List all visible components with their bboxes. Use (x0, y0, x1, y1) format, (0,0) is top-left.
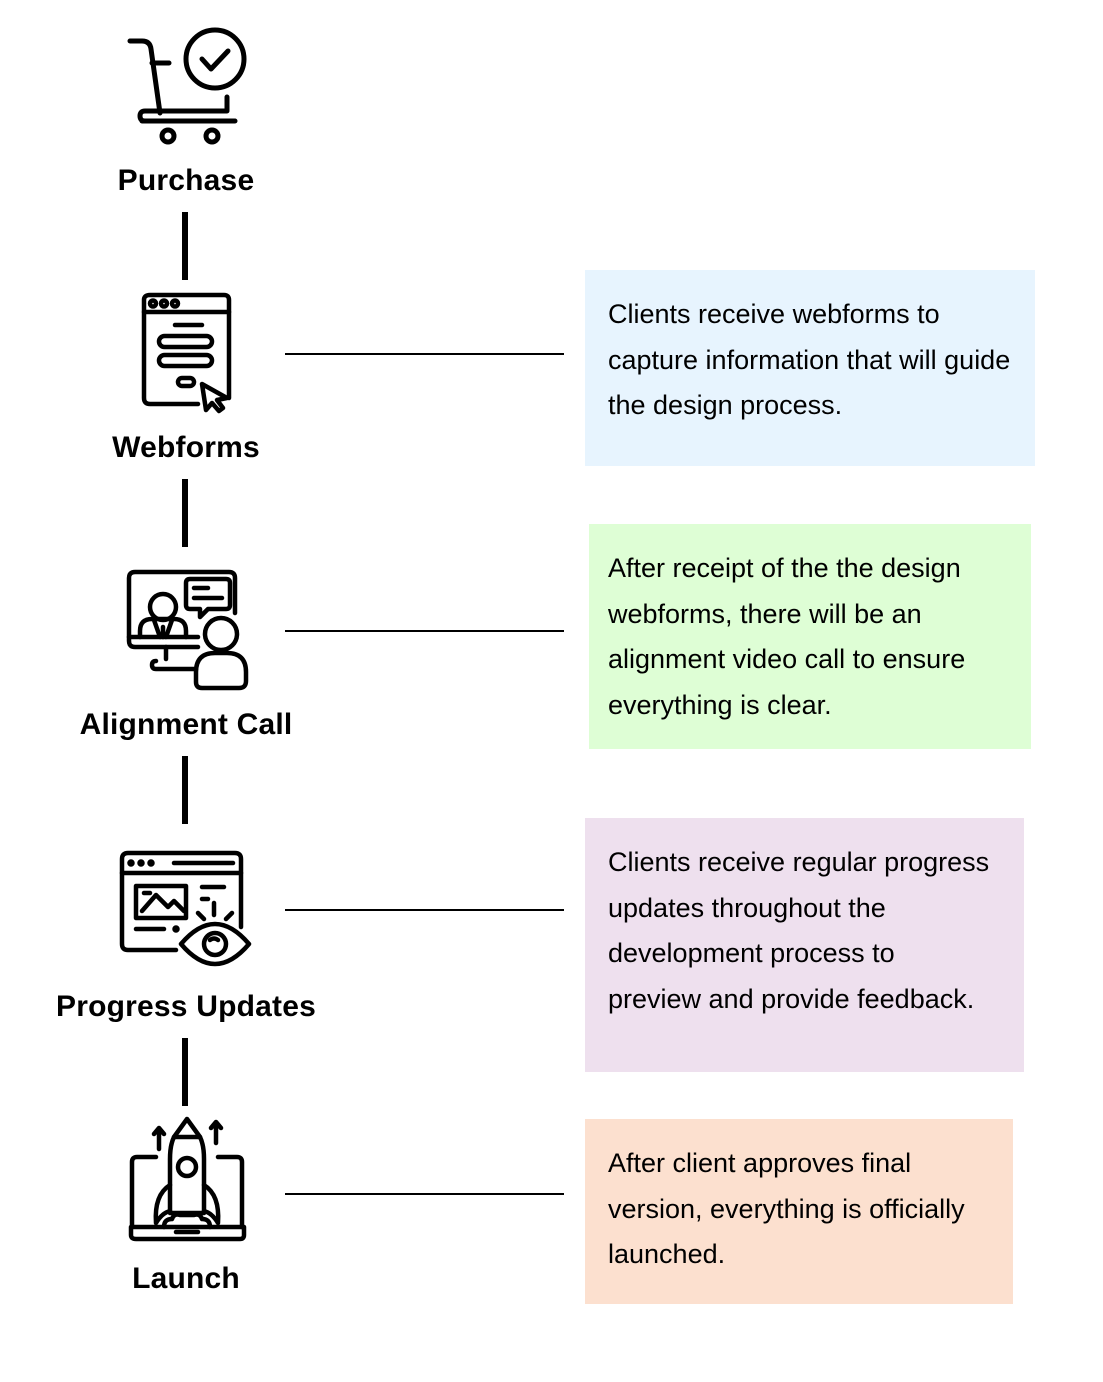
step-label-launch: Launch (132, 1262, 240, 1295)
connector-line (285, 353, 564, 355)
timeline-connector (182, 479, 188, 547)
description-text: Clients receive webforms to capture info… (608, 299, 1011, 420)
description-text: After receipt of the the design webforms… (608, 553, 966, 720)
connector-line (285, 630, 564, 632)
video-call-icon (126, 569, 252, 693)
description-text: After client approves final version, eve… (608, 1148, 965, 1269)
step-label-alignment-call: Alignment Call (79, 708, 293, 741)
description-text: Clients receive regular progress updates… (608, 847, 990, 1014)
webform-cursor-icon (140, 292, 235, 414)
step-label-purchase: Purchase (117, 164, 255, 197)
connector-line (285, 909, 564, 911)
timeline-connector (182, 756, 188, 824)
rocket-laptop-icon (128, 1115, 248, 1245)
webpage-preview-eye-icon (118, 849, 256, 971)
shopping-cart-check-icon (120, 25, 255, 150)
timeline-connector (182, 1038, 188, 1106)
description-card-alignment-call: After receipt of the the design webforms… (589, 524, 1031, 749)
description-card-progress-updates: Clients receive regular progress updates… (585, 818, 1024, 1072)
description-card-launch: After client approves final version, eve… (585, 1119, 1013, 1304)
connector-line (285, 1193, 564, 1195)
step-label-progress-updates: Progress Updates (56, 990, 316, 1023)
description-card-webforms: Clients receive webforms to capture info… (585, 270, 1035, 466)
step-label-webforms: Webforms (112, 431, 260, 464)
timeline-connector (182, 212, 188, 280)
